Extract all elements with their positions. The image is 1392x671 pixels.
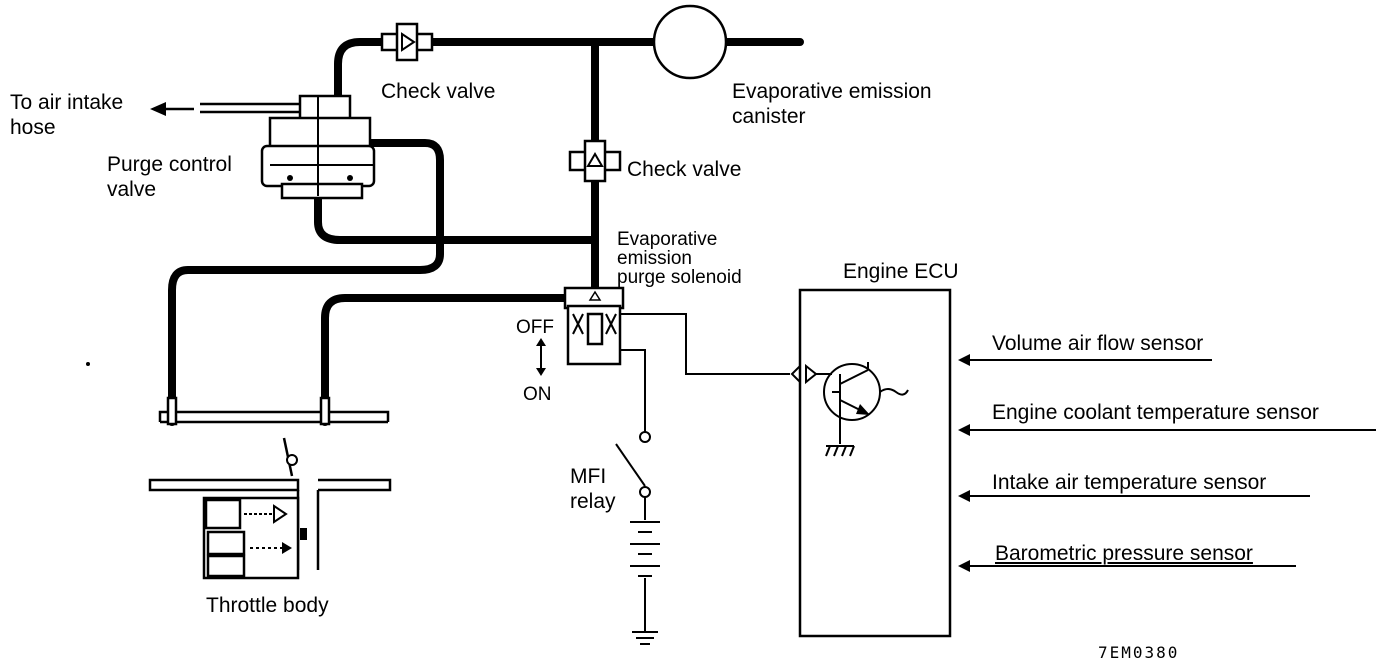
throttle-body: [148, 396, 392, 580]
purge-control-valve: [260, 94, 376, 200]
to-air-intake-label: To air intake hose: [10, 91, 124, 139]
battery-icon: [630, 521, 660, 577]
wiring: [615, 313, 790, 645]
hose-solenoid-to-throttle: [321, 294, 569, 426]
double-arrow-icon: [536, 338, 546, 346]
check-valve-top: [380, 22, 434, 62]
transistor-icon: [823, 362, 909, 444]
purge-solenoid: [536, 286, 625, 376]
hose-purge-to-throttle: [168, 139, 444, 426]
hose-purge-branch: [314, 192, 599, 244]
evaporative-emission-canister: [652, 4, 728, 80]
check-valve-mid: [568, 139, 622, 183]
figure-code: 7EM0380: [1098, 643, 1180, 662]
ecu-ground-icon: [825, 445, 855, 457]
hose-purge-to-canister: [334, 38, 804, 100]
check-valve-top-label: Check valve: [381, 80, 496, 103]
hose-network: [168, 38, 804, 426]
purge-solenoid-label: Evaporative emission purge solenoid: [617, 229, 742, 288]
sensor-inputs: [958, 354, 1376, 572]
engine-ecu: [790, 288, 1376, 638]
throttle-body-label: Throttle body: [206, 594, 329, 617]
engine-ecu-label: Engine ECU: [843, 260, 959, 283]
sensor-label-barometric: Barometric pressure sensor: [995, 542, 1253, 565]
sensor-label-engine-coolant: Engine coolant temperature sensor: [992, 401, 1319, 424]
canister-label: Evaporative emission canister: [732, 80, 932, 128]
check-valve-mid-label: Check valve: [627, 158, 742, 181]
on-label: ON: [523, 384, 552, 405]
mfi-relay-label: MFI relay: [570, 465, 616, 513]
sensor-label-intake-air: Intake air temperature sensor: [992, 471, 1267, 494]
purge-control-valve-label: Purge control valve: [107, 153, 232, 201]
air-intake-port: [150, 102, 300, 116]
sensor-label-volume-air-flow: Volume air flow sensor: [992, 332, 1204, 355]
off-label: OFF: [516, 317, 554, 338]
arrow-left-icon: [150, 102, 166, 116]
ground-icon: [632, 631, 658, 645]
